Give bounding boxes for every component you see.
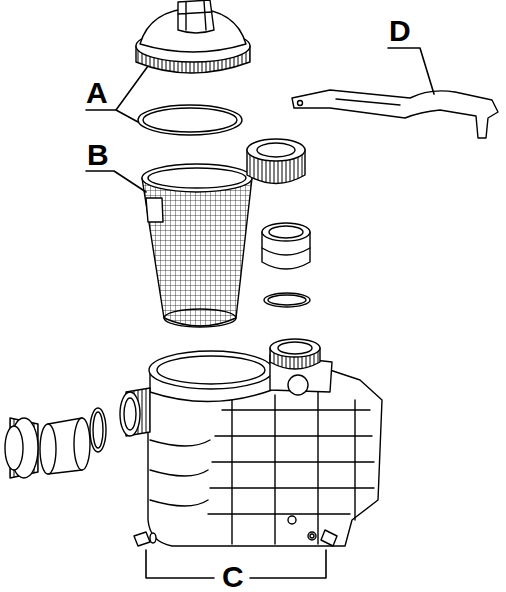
lid-wrench: [292, 90, 498, 138]
part-letter: A: [86, 78, 108, 108]
union-o-ring: [264, 293, 310, 307]
tail-piece: [262, 223, 310, 269]
lid: [136, 0, 250, 73]
drain-plugs: [134, 516, 337, 546]
inlet-union: [5, 408, 106, 478]
part-letter: C: [222, 562, 244, 592]
pump-housing: [120, 339, 382, 546]
part-letter: D: [389, 16, 411, 46]
leader-lines: [86, 48, 434, 578]
union-nut: [247, 139, 305, 184]
part-letter: B: [87, 140, 109, 170]
lid-o-ring: [138, 105, 242, 135]
strainer-basket: [142, 164, 252, 327]
